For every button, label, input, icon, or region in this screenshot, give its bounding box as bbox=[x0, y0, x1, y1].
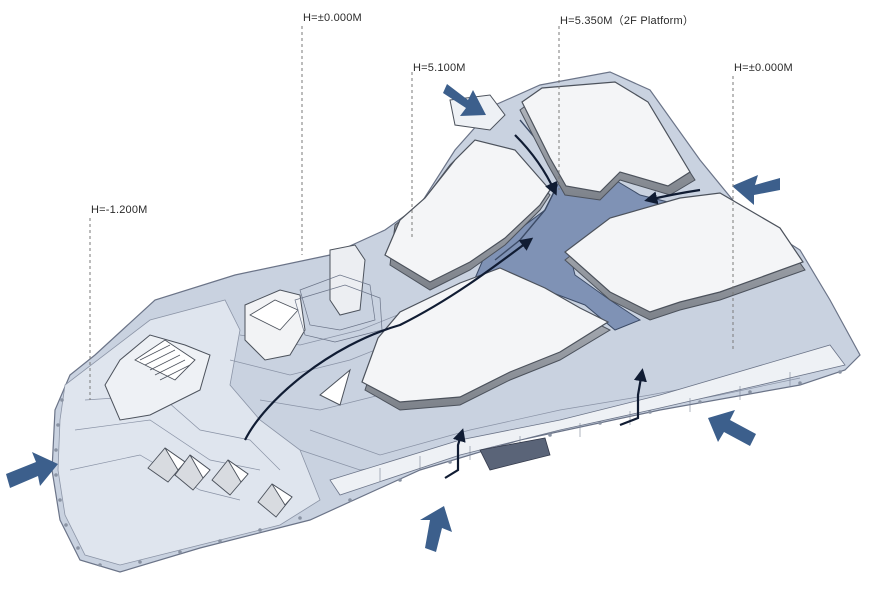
circulation-arrow-icon bbox=[514, 134, 558, 196]
west-pavilion bbox=[104, 334, 211, 421]
elevation-label-east: H=±0.000M bbox=[734, 62, 793, 74]
entry-arrow-icon bbox=[6, 452, 58, 488]
entry-arrows bbox=[6, 84, 780, 552]
building-d bbox=[361, 267, 612, 411]
east-terrace bbox=[329, 344, 846, 496]
elevation-label-plaza: H=-1.200M bbox=[91, 204, 148, 216]
building-b bbox=[519, 81, 696, 201]
elevation-leader-lines bbox=[89, 26, 734, 400]
circulation-arrow-icon bbox=[444, 428, 466, 479]
sunken-court bbox=[479, 437, 551, 471]
monument bbox=[319, 368, 351, 406]
circulation-arrow-icon bbox=[644, 188, 701, 205]
circulation-arrows bbox=[244, 134, 701, 479]
garden-pavilion bbox=[244, 244, 383, 361]
circulation-arrow-icon bbox=[244, 237, 534, 441]
building-a bbox=[384, 139, 551, 291]
elevation-label-garden: H=±0.000M bbox=[303, 12, 362, 24]
garden-pyramids bbox=[147, 447, 293, 518]
perimeter-posts bbox=[54, 370, 842, 567]
building-c bbox=[564, 192, 806, 321]
circulation-arrow-icon bbox=[619, 368, 647, 427]
elevation-label-platform: H=5.350M（2F Platform） bbox=[560, 15, 695, 27]
entry-arrow-icon bbox=[443, 84, 486, 116]
entry-arrow-icon bbox=[708, 410, 756, 446]
entry-arrow-icon bbox=[420, 506, 452, 552]
entry-arrow-icon bbox=[732, 175, 780, 205]
elevation-label-north: H=5.100M bbox=[413, 62, 466, 74]
